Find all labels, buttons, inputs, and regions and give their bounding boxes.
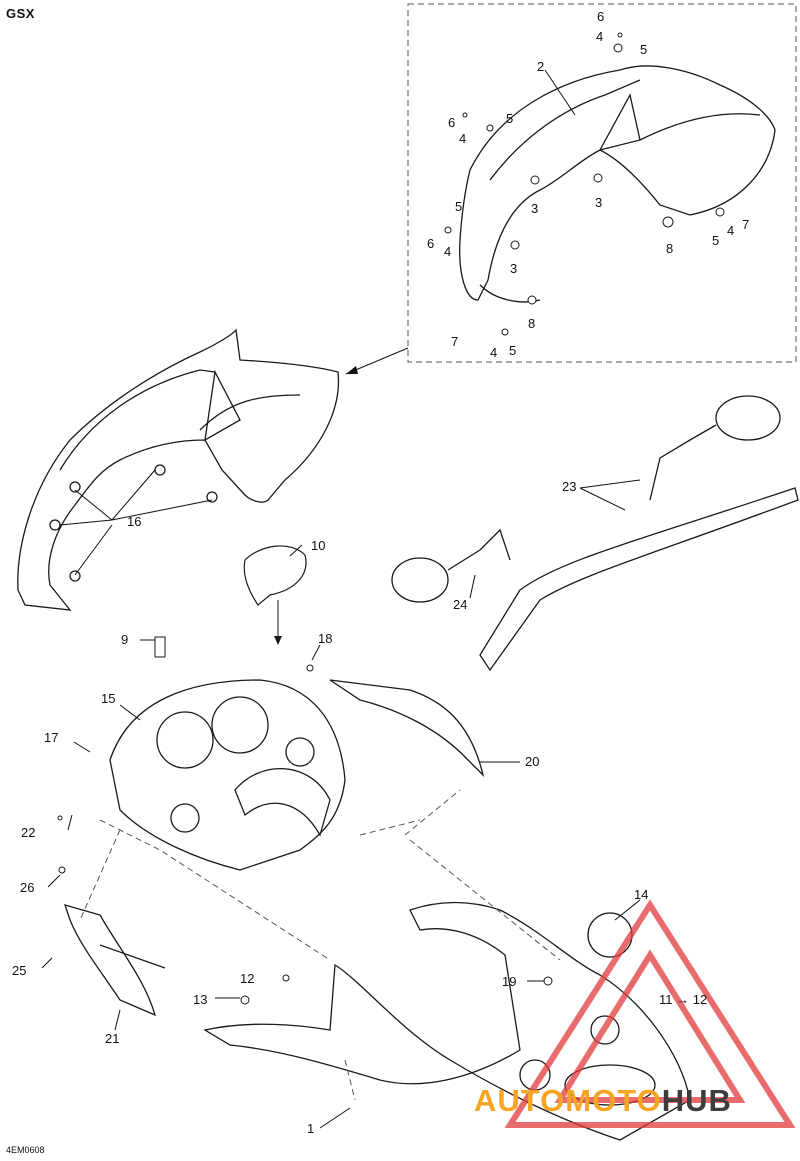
watermark-logo: AUTOMOTOHUB: [474, 1083, 732, 1119]
lower-shell: [203, 901, 691, 1141]
callout-leaders: [41, 69, 641, 1129]
cover-part-10: [243, 545, 307, 606]
callout-24: 24: [453, 597, 468, 612]
callout-4a: 4: [596, 29, 604, 44]
callout-4c: 4: [444, 244, 452, 259]
callout-13: 13: [193, 992, 208, 1007]
side-trim-tab: [99, 944, 166, 969]
hardware-marks: [57, 32, 725, 1005]
callout-6b: 6: [448, 115, 456, 130]
callout-12: 12: [240, 971, 255, 986]
callout-2: 2: [537, 59, 545, 74]
callout-14: 14: [634, 887, 649, 902]
side-panel-20: [329, 679, 485, 778]
windshield-upper: [459, 65, 776, 303]
windshield-lower: [17, 328, 340, 611]
arrow-10-head: [274, 636, 282, 645]
callout-3b: 3: [595, 195, 603, 210]
callout-11-to-12: 11 → 12: [659, 992, 708, 1007]
callout-21: 21: [105, 1031, 120, 1046]
handlebar-mirrors: [391, 395, 799, 672]
inset-box: [407, 3, 797, 363]
callout-20: 20: [525, 754, 540, 769]
callout-19: 19: [502, 974, 517, 989]
callout-4b: 4: [459, 131, 467, 146]
callout-5e: 5: [509, 343, 517, 358]
callout-3c: 3: [510, 261, 518, 276]
dashed-leaders: [79, 789, 561, 1101]
callout-4e: 4: [490, 345, 498, 360]
callout-15: 15: [101, 691, 116, 706]
callout-7b: 7: [451, 334, 459, 349]
watermark-text-1: AUTOMOTO: [474, 1083, 662, 1118]
callout-3a: 3: [531, 201, 539, 216]
inset-arrowhead: [346, 366, 358, 374]
callout-5a: 5: [640, 42, 648, 57]
callout-6c: 6: [427, 236, 435, 251]
callout-9: 9: [121, 632, 129, 647]
callout-16: 16: [127, 514, 142, 529]
callout-8a: 8: [666, 241, 674, 256]
callout-6a: 6: [597, 9, 605, 24]
callout-26: 26: [20, 880, 35, 895]
diagram-code: 4EM0608: [6, 1145, 45, 1155]
diagram-title: GSX: [6, 6, 35, 21]
callout-5b: 5: [506, 111, 514, 126]
side-trim-21: [63, 904, 157, 1017]
callout-5d: 5: [712, 233, 720, 248]
callout-17: 17: [44, 730, 59, 745]
callout-8b: 8: [528, 316, 536, 331]
callout-7a: 7: [742, 217, 750, 232]
callout-22: 22: [21, 825, 36, 840]
callout-1: 1: [307, 1121, 315, 1136]
instrument-panel: [109, 679, 346, 871]
callout-18: 18: [318, 631, 333, 646]
callout-4d: 4: [727, 223, 735, 238]
callout-5c: 5: [455, 199, 463, 214]
watermark-text-2: HUB: [661, 1083, 732, 1118]
callout-23: 23: [562, 479, 577, 494]
callout-10: 10: [311, 538, 326, 553]
watermark-triangle: [504, 899, 796, 1128]
callout-25: 25: [12, 963, 27, 978]
